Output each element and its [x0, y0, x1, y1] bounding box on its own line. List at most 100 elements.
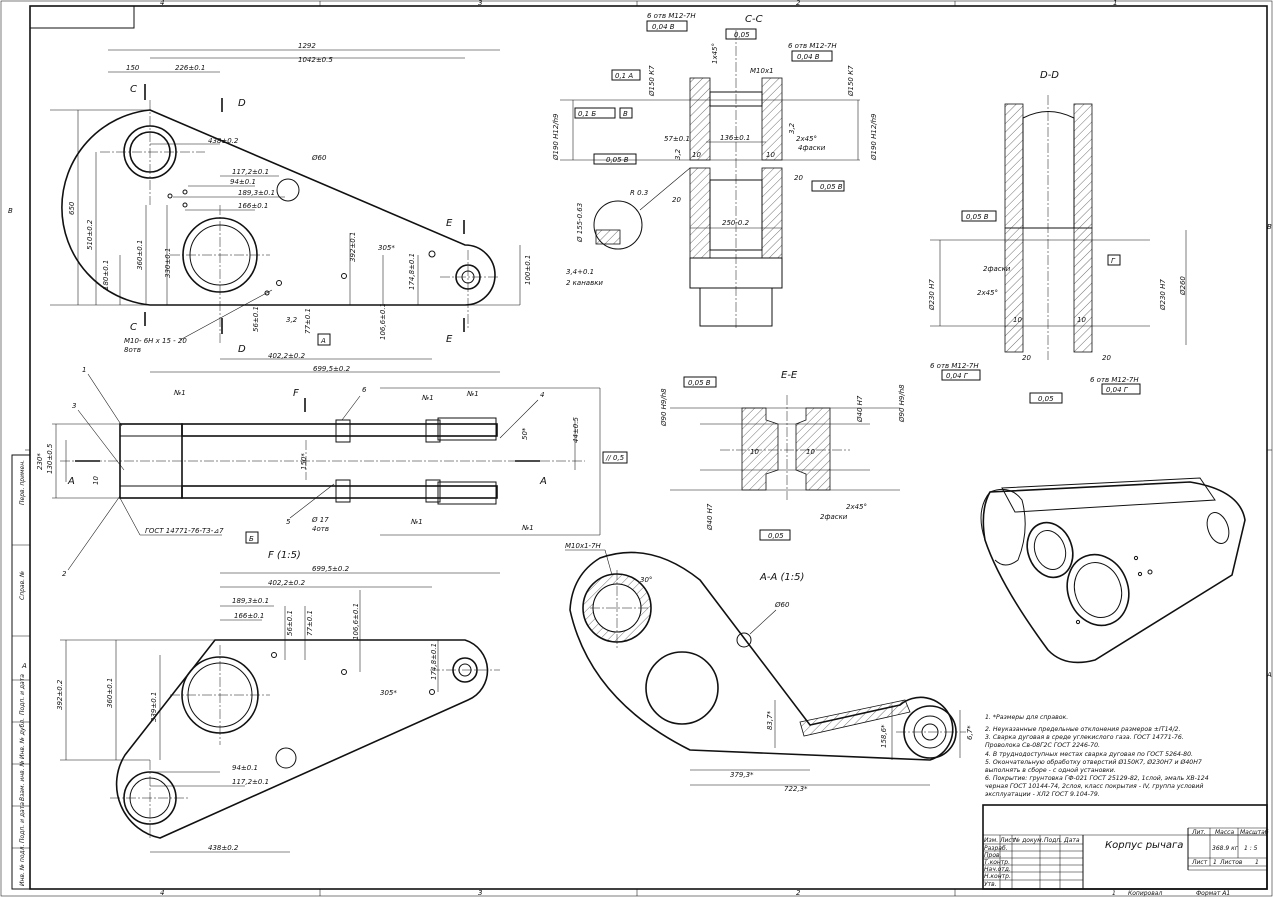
- dim-50: 50*: [521, 427, 529, 440]
- view-section-cc: C-C 6 отв М12-7Н 0,04 В 0,05 6 отв М12-7…: [552, 12, 878, 330]
- dim-aa-379-3: 379,3*: [730, 771, 754, 779]
- dim-699-5: 699,5±0.2: [313, 365, 351, 373]
- dim-f-438: 438±0.2: [208, 844, 239, 852]
- dim-f-106-6: 106,6±0.1: [352, 603, 360, 640]
- tolerance-parallel: // 0,5: [605, 454, 625, 462]
- dim-diam-17: Ø 17: [311, 516, 329, 524]
- note-6-cont-1: черная ГОСТ 10144-74, 2слоя, класс покры…: [985, 783, 1203, 790]
- cut-e-bottom: E: [446, 334, 453, 345]
- note-4: 4. В труднодоступных местах сварка дугов…: [985, 751, 1193, 758]
- note-5: 5. Окончательную обработку отверстий Ø15…: [985, 758, 1202, 766]
- dim-cc-rough-left: 3,2: [674, 148, 682, 160]
- dim-cc-d150-left: Ø150 К7: [648, 65, 656, 97]
- dim-100: 100±0.1: [524, 255, 532, 285]
- datum-g: Г: [1111, 257, 1116, 265]
- dim-dd-10-right: 10: [1077, 316, 1086, 324]
- weld-mark-1: №1: [173, 389, 186, 397]
- dim-f-174-8: 174,8±0.1: [430, 643, 438, 680]
- dim-diam-60: Ø60: [311, 154, 327, 162]
- dim-ee-2chamfers: 2фаски: [820, 513, 848, 521]
- zone-col-3-bottom: 3: [478, 889, 482, 897]
- scale-value: 1 : 5: [1244, 845, 1258, 852]
- cut-c-top: C: [130, 84, 137, 95]
- dim-438: 438±0.2: [208, 137, 239, 145]
- dim-cc-2x45: 2x45°: [796, 135, 817, 143]
- sheets-label: Листов: [1219, 859, 1243, 866]
- zone-row-a-right: A: [1266, 671, 1272, 679]
- stamp-dup-inv-no: Инв. № дубл.: [19, 718, 26, 759]
- dim-cc-m10: М10x1: [750, 67, 774, 75]
- zone-col-4: 4: [160, 0, 164, 7]
- dim-dd-pos-left: 0,04 Г: [946, 372, 969, 380]
- zone-col-4-bottom: 4: [160, 889, 164, 897]
- dim-dd-10-left: 10: [1013, 316, 1022, 324]
- dim-f-189-3: 189,3±0.1: [232, 597, 269, 605]
- title-block: Корпус рычага Лит. Масса Масштаб 368.9 к…: [982, 804, 1269, 897]
- view-f: F (1:5) 699,5±0.2 402,2±0.2: [56, 550, 500, 853]
- dim-94: 94±0.1: [230, 178, 256, 186]
- dim-cc-d190-left: Ø190 Н12/h9: [552, 113, 560, 161]
- thread-count: 8отв: [124, 346, 141, 354]
- dim-189-3: 189,3±0.1: [238, 189, 275, 197]
- dim-cc-10-right: 10: [766, 151, 775, 159]
- dim-dd-d230-right: Ø230 Н7: [1159, 279, 1167, 311]
- dim-cc-runout: 0,05: [734, 31, 750, 39]
- row-change: Изм.: [984, 837, 998, 844]
- copy-number: 1: [1112, 890, 1116, 897]
- leader-1: 1: [82, 366, 86, 374]
- stamp-replace-inv-no: Взам. инв. №: [19, 760, 26, 801]
- cut-c-bottom: C: [130, 322, 137, 333]
- row-developed: Разраб.: [984, 845, 1008, 852]
- dim-aa-thread: М10x1-7Н: [565, 542, 602, 550]
- cut-e-top: E: [446, 218, 453, 229]
- dim-cc-2grooves: 2 канавки: [566, 279, 603, 287]
- dim-1292: 1292: [298, 42, 316, 50]
- dim-cc-4chamfers: 4фаски: [798, 144, 826, 152]
- dim-cc-136: 136±0.1: [720, 134, 750, 142]
- sheet-label: Лист: [1191, 859, 1208, 866]
- dim-f-360: 360±0.1: [106, 678, 114, 708]
- dim-330: 330±0.1: [164, 248, 172, 278]
- leader-3: 3: [72, 402, 76, 410]
- view-section-dd: D-D 0,05 В 2фаски 2x45° Ø230 Н7 Ø230 Н7 …: [928, 70, 1187, 404]
- dim-dd-d230-left: Ø230 Н7: [928, 279, 936, 311]
- zone-row-b: B: [8, 207, 13, 215]
- technical-notes: 1. *Размеры для справок. 2. Неуказанные …: [985, 714, 1209, 798]
- dim-226: 226±0.1: [175, 64, 205, 72]
- note-1: 1. *Размеры для справок.: [985, 714, 1068, 721]
- note-6-cont-2: эксплуатации - ХЛ2 ГОСТ 9.104-79.: [985, 791, 1100, 798]
- dim-4-holes: 4отв: [312, 525, 329, 533]
- stamp-sign-date-2: Подп. и дата: [19, 802, 26, 843]
- stamp-original-inv-no: Инв. № подл.: [19, 845, 26, 886]
- dim-f-402-2: 402,2±0.2: [268, 579, 306, 587]
- note-3: 3. Сварка дуговая в среде углекислого га…: [985, 734, 1184, 741]
- dim-360: 360±0.1: [136, 240, 144, 270]
- row-tech-control: Т.контр.: [984, 859, 1010, 866]
- dim-cc-rough-right: 3,2: [788, 122, 796, 134]
- dim-230: 230*: [36, 453, 44, 470]
- dim-aa-83-7: 83,7*: [766, 710, 774, 730]
- dim-cc-pos-right: 0,04 В: [797, 53, 820, 61]
- dim-ee-10-right: 10: [806, 448, 815, 456]
- dim-cc-d155: Ø 155-0.63: [576, 203, 584, 243]
- leader-2: 2: [62, 570, 67, 578]
- dim-10: 10: [92, 476, 100, 485]
- dim-aa-6-7: 6,7*: [966, 725, 974, 740]
- stamp-reference-no: Справ. №: [19, 571, 26, 600]
- view-section-aa: A-A (1:5) М10x1-7Н 30° Ø60 83,7* 158,6* …: [565, 542, 974, 793]
- zone-col-1: 1: [1113, 0, 1117, 7]
- dim-cc-d150-right: Ø150 К7: [847, 65, 855, 97]
- dim-ee-parallel: 0,05 В: [688, 379, 711, 387]
- row-dept-head: Нач.отд.: [984, 866, 1011, 873]
- side-stamp-labels: Перв. примен. Справ. № Подп. и дата Инв.…: [19, 460, 26, 886]
- weld-mark-5: №1: [521, 524, 534, 532]
- dim-cc-thread-left: 6 отв М12-7Н: [647, 12, 696, 20]
- dim-dd-2x45: 2x45°: [977, 289, 998, 297]
- stamp-sign-date-1: Подп. и дата: [19, 674, 26, 715]
- dim-cc-pos-left: 0,04 В: [652, 23, 675, 31]
- dim-dd-pos-right: 0,04 Г: [1106, 386, 1129, 394]
- scale-label: Масштаб: [1240, 829, 1269, 836]
- dim-cc-runout-left: 0,05 В: [606, 156, 629, 164]
- dim-130: 130±0.5: [46, 443, 54, 474]
